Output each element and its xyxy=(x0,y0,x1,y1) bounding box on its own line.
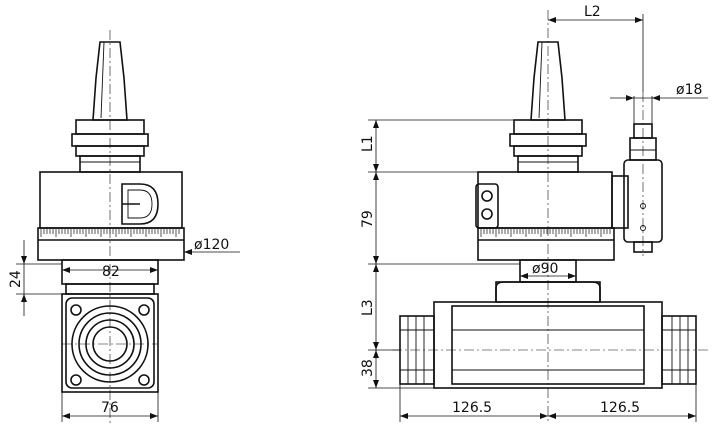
dimension-l3: L3 xyxy=(360,299,376,316)
right-housing xyxy=(475,171,615,261)
left-housing xyxy=(37,171,185,261)
right-dimensions: L2 ø18 L1 79 L3 38 xyxy=(360,4,708,422)
right-collet-nut xyxy=(661,315,697,385)
dimension-l1: L1 xyxy=(360,135,376,152)
left-scale-ring xyxy=(40,229,180,237)
dimension-width-82: 82 xyxy=(102,264,120,280)
dimension-height-38: 38 xyxy=(360,359,376,377)
right-view: L2 ø18 L1 79 L3 38 xyxy=(360,4,708,422)
right-scale-ring xyxy=(480,229,611,237)
left-view: ø120 82 24 76 xyxy=(8,30,240,425)
left-body xyxy=(61,259,159,393)
dimension-length-left: 126.5 xyxy=(452,400,492,416)
coolant-unit xyxy=(611,92,663,256)
dimension-l2: L2 xyxy=(584,4,601,20)
d-logo-icon xyxy=(121,183,159,225)
left-flange xyxy=(71,119,149,173)
dimension-diameter-18: ø18 xyxy=(676,82,702,98)
dimension-diameter-90: ø90 xyxy=(532,261,558,277)
dimension-diameter-120: ø120 xyxy=(194,237,229,253)
dimension-width-76: 76 xyxy=(101,400,119,416)
left-dimensions: ø120 82 24 76 xyxy=(8,237,240,422)
dimension-height-24: 24 xyxy=(8,270,24,288)
dimension-length-right: 126.5 xyxy=(600,400,640,416)
dimension-height-79: 79 xyxy=(360,210,376,228)
